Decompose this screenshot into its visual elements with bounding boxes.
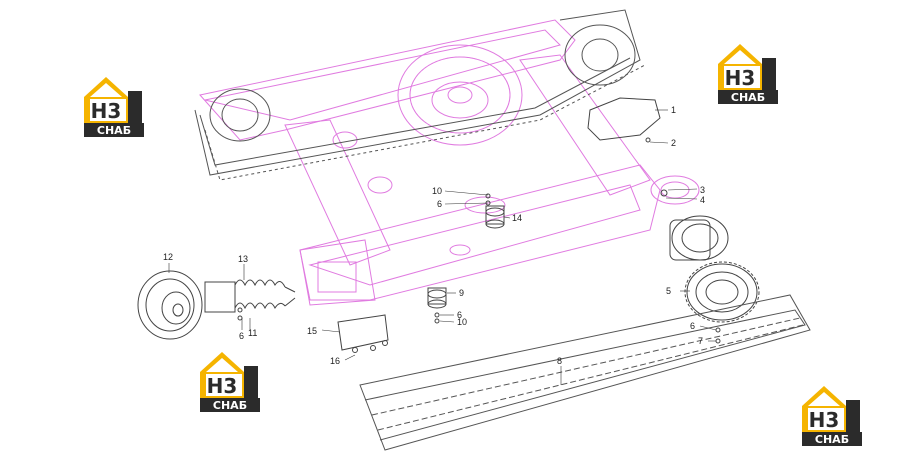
logo-caption: СНАБ [213,399,247,412]
swing-ring-teeth [409,56,511,134]
callout-6-upper: 6 [437,199,442,209]
carrier-roller-lower [427,287,447,324]
recoil-spring [204,279,296,321]
callout-11: 11 [248,328,257,338]
track-frame [199,19,700,306]
callout-7: 7 [698,336,703,346]
callout-16: 16 [330,356,340,366]
logo-caption: СНАБ [97,124,131,137]
callout-6-left: 6 [239,331,244,341]
lower-track-chain [359,294,811,451]
logo-top-right: H3 СНАБ [718,44,778,104]
logo-mark: H3 [809,408,840,432]
logo-top-left: H3 СНАБ [84,77,144,137]
callout-12: 12 [163,252,173,262]
leader-lines [168,109,717,385]
logo-mark: H3 [207,374,238,398]
logo-caption: СНАБ [815,433,849,446]
callout-1: 1 [671,105,676,115]
callout-6-right: 6 [690,321,695,331]
logo-bottom-left: H3 СНАБ [200,352,260,412]
callout-8: 8 [557,356,562,366]
cover-plate [587,97,661,143]
callout-14: 14 [512,213,522,223]
callout-3: 3 [700,185,705,195]
callout-10-lower: 10 [457,317,467,327]
callout-13: 13 [238,254,248,264]
callout-9: 9 [459,288,464,298]
callout-10-upper: 10 [432,186,442,196]
front-idler [137,270,203,340]
logo-mark: H3 [91,99,122,123]
travel-motor [660,189,729,261]
logo-caption: СНАБ [731,91,765,104]
track-guard [337,314,389,353]
callout-2: 2 [671,138,676,148]
callout-6-lower: 6 [457,310,462,320]
logo-bottom-right: H3 СНАБ [802,386,862,446]
carrier-roller-upper [485,193,505,229]
callout-15: 15 [307,326,317,336]
callout-4: 4 [700,195,705,205]
upper-track [194,9,646,181]
callout-5: 5 [666,286,671,296]
callout-labels: 1 2 3 4 5 6 7 8 9 6 10 10 6 14 12 13 6 1… [163,105,705,366]
logo-mark: H3 [725,66,756,90]
